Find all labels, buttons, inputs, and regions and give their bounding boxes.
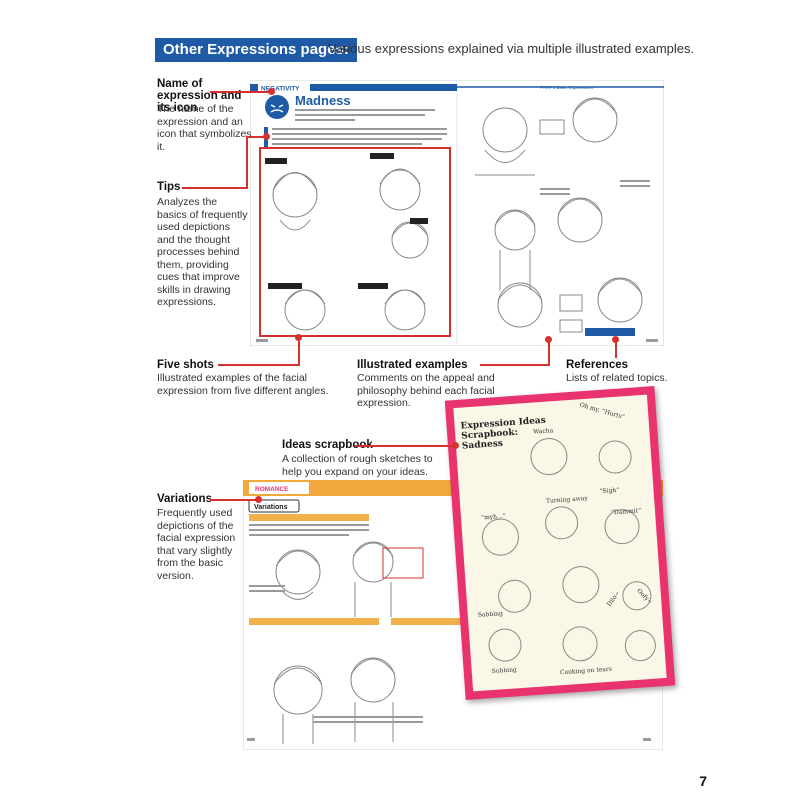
spread-madness: NEGATIVITY PART 1 Basic Expressions Madn… (250, 80, 664, 346)
callout-tips-desc: Analyzes the basics of frequently used d… (157, 196, 248, 308)
connector (246, 136, 266, 138)
callout-illustrated-title: Illustrated examples (357, 359, 468, 371)
connector-dot (255, 496, 262, 503)
connector-dot (268, 88, 275, 95)
callout-variations-title: Variations (157, 493, 212, 505)
connector (246, 136, 248, 189)
connector (210, 499, 258, 501)
callout-tips-title: Tips (157, 181, 181, 193)
connector (355, 445, 455, 447)
page-number: 7 (699, 773, 707, 789)
connector (480, 364, 550, 366)
spread1-expression: Madness (295, 93, 351, 108)
section-badge: Other Expressions pages: (155, 38, 357, 62)
connector (548, 340, 550, 366)
connector-dot (295, 334, 302, 341)
connector (182, 187, 248, 189)
connector (210, 91, 270, 93)
connector (298, 338, 300, 366)
callout-references-desc: Lists of related topics. (566, 372, 668, 384)
callout-five-shots-title: Five shots (157, 359, 214, 371)
callout-five-shots-desc: Illustrated examples of the facial expre… (157, 372, 329, 397)
spread2-category: ROMANCE (255, 486, 289, 493)
connector (218, 364, 300, 366)
madness-icon (265, 95, 289, 119)
callout-illustrated-desc: Comments on the appeal and philosophy be… (357, 372, 495, 409)
spread2-section: Variations (254, 504, 288, 511)
callout-references-title: References (566, 359, 629, 371)
connector-dot (452, 442, 459, 449)
connector-dot (263, 133, 270, 140)
callout-name-desc: The name of the expression and an icon t… (157, 103, 252, 153)
scrapbook-card: Expression Ideas Scrapbook: Sadness Wach… (444, 386, 676, 700)
scrapbook-sketches (481, 438, 656, 662)
spread1-category: NEGATIVITY (261, 86, 300, 93)
connector-dot (545, 336, 552, 343)
section-subtitle: Various expressions explained via multip… (328, 41, 695, 56)
callout-ideas-desc: A collection of rough sketches to help y… (282, 453, 433, 478)
callout-ideas-title: Ideas scrapbook (282, 439, 373, 451)
scrapbook-label: Wacha (532, 427, 554, 436)
connector (615, 340, 617, 358)
connector-dot (612, 336, 619, 343)
scrapbook-label: “Sigh” (599, 486, 620, 496)
callout-variations-desc: Frequently used depictions of the facial… (157, 507, 236, 582)
spread1-chapter: PART 1 Basic Expressions (540, 85, 594, 90)
callout-name-title: Name of expression and its icon (157, 78, 242, 114)
